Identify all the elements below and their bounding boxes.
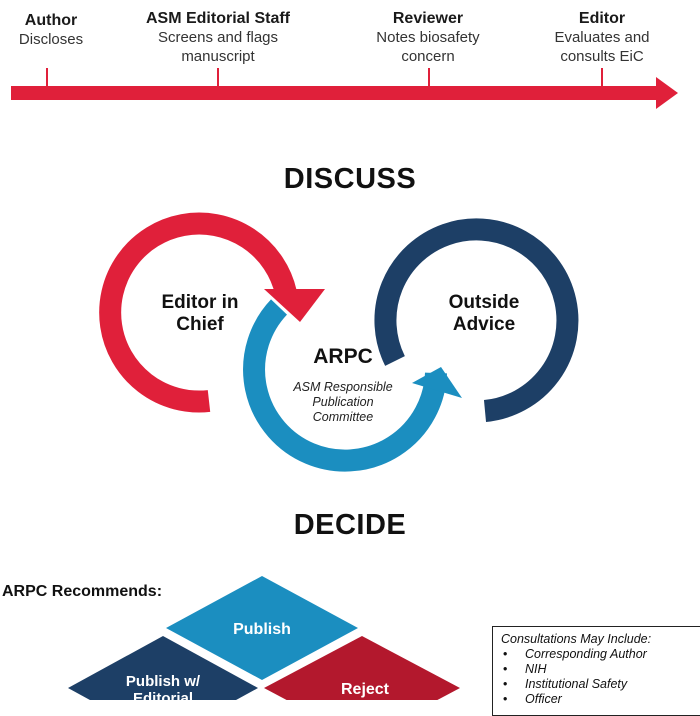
node-outside-advice: Outside Advice xyxy=(414,292,554,336)
node-arpc: ARPC xyxy=(313,345,373,368)
stage-role: Author xyxy=(24,12,78,29)
stage-desc: Screens and flags xyxy=(157,29,279,46)
timeline-stage-editorial-staff: ASM Editorial Staff Screens and flags ma… xyxy=(118,9,318,66)
node-label-line: Outside xyxy=(448,292,520,313)
stage-desc: concern xyxy=(401,48,455,65)
timeline-tick xyxy=(428,68,430,88)
option-reject: Reject xyxy=(340,681,390,698)
option-label-line: Editorial xyxy=(132,690,193,707)
stage-desc: consults EiC xyxy=(560,48,644,65)
timeline-stage-author: Author Discloses xyxy=(0,11,151,49)
stage-role: Reviewer xyxy=(392,10,464,27)
node-label-line: Chief xyxy=(176,314,224,335)
discuss-cycle-diagram xyxy=(99,212,579,472)
arpc-full-name-line: ASM Responsible xyxy=(293,380,393,394)
list-item: NIH xyxy=(501,662,693,677)
arpc-recommends-label: ARPC Recommends: xyxy=(2,583,163,600)
arpc-full-name-line: Committee xyxy=(312,410,374,424)
consultations-box: Consultations May Include: Corresponding… xyxy=(492,626,700,716)
stage-desc: Discloses xyxy=(18,31,84,48)
editor-in-chief-ring xyxy=(99,212,297,413)
timeline-tick xyxy=(601,68,603,88)
arpc-ring xyxy=(243,299,447,472)
stage-role: ASM Editorial Staff xyxy=(145,10,290,27)
node-label-line: Editor in xyxy=(161,292,239,313)
option-label-line: Publish w/ xyxy=(125,673,201,690)
discuss-title: DISCUSS xyxy=(283,163,417,195)
timeline-arrowhead-icon xyxy=(656,77,678,109)
blue-arrowhead-icon xyxy=(412,367,462,398)
outside-advice-ring xyxy=(374,218,579,422)
publish-diamond xyxy=(166,576,358,680)
stage-desc: Evaluates and xyxy=(554,29,650,46)
stage-desc: Notes biosafety xyxy=(376,29,480,46)
stage-role: Editor xyxy=(578,10,626,27)
arpc-full-name: ASM Responsible Publication Committee xyxy=(268,380,418,425)
list-item: Institutional Safety xyxy=(501,677,693,692)
timeline-graphic xyxy=(11,68,678,109)
timeline-stage-reviewer: Reviewer Notes biosafety concern xyxy=(328,9,528,66)
node-label-line: Advice xyxy=(452,314,516,335)
red-arrowhead-icon xyxy=(264,289,325,322)
arpc-full-name-line: Publication xyxy=(312,395,374,409)
option-publish: Publish xyxy=(233,621,291,638)
stage-desc: manuscript xyxy=(181,48,255,65)
consultations-heading: Consultations May Include: xyxy=(501,632,652,646)
decide-title: DECIDE xyxy=(293,509,407,541)
timeline-bar xyxy=(11,86,659,100)
reject-diamond xyxy=(264,636,460,700)
timeline-tick xyxy=(217,68,219,88)
consultations-list: Corresponding Author NIH Institutional S… xyxy=(501,647,693,707)
option-publish-with-edits: Publish w/ Editorial xyxy=(103,673,223,707)
node-editor-in-chief: Editor in Chief xyxy=(130,292,270,336)
timeline-tick xyxy=(46,68,48,88)
publish-with-edits-diamond xyxy=(68,636,258,700)
timeline-stage-editor: Editor Evaluates and consults EiC xyxy=(502,9,700,66)
list-item: Corresponding Author xyxy=(501,647,693,662)
decision-diamonds xyxy=(68,576,460,700)
